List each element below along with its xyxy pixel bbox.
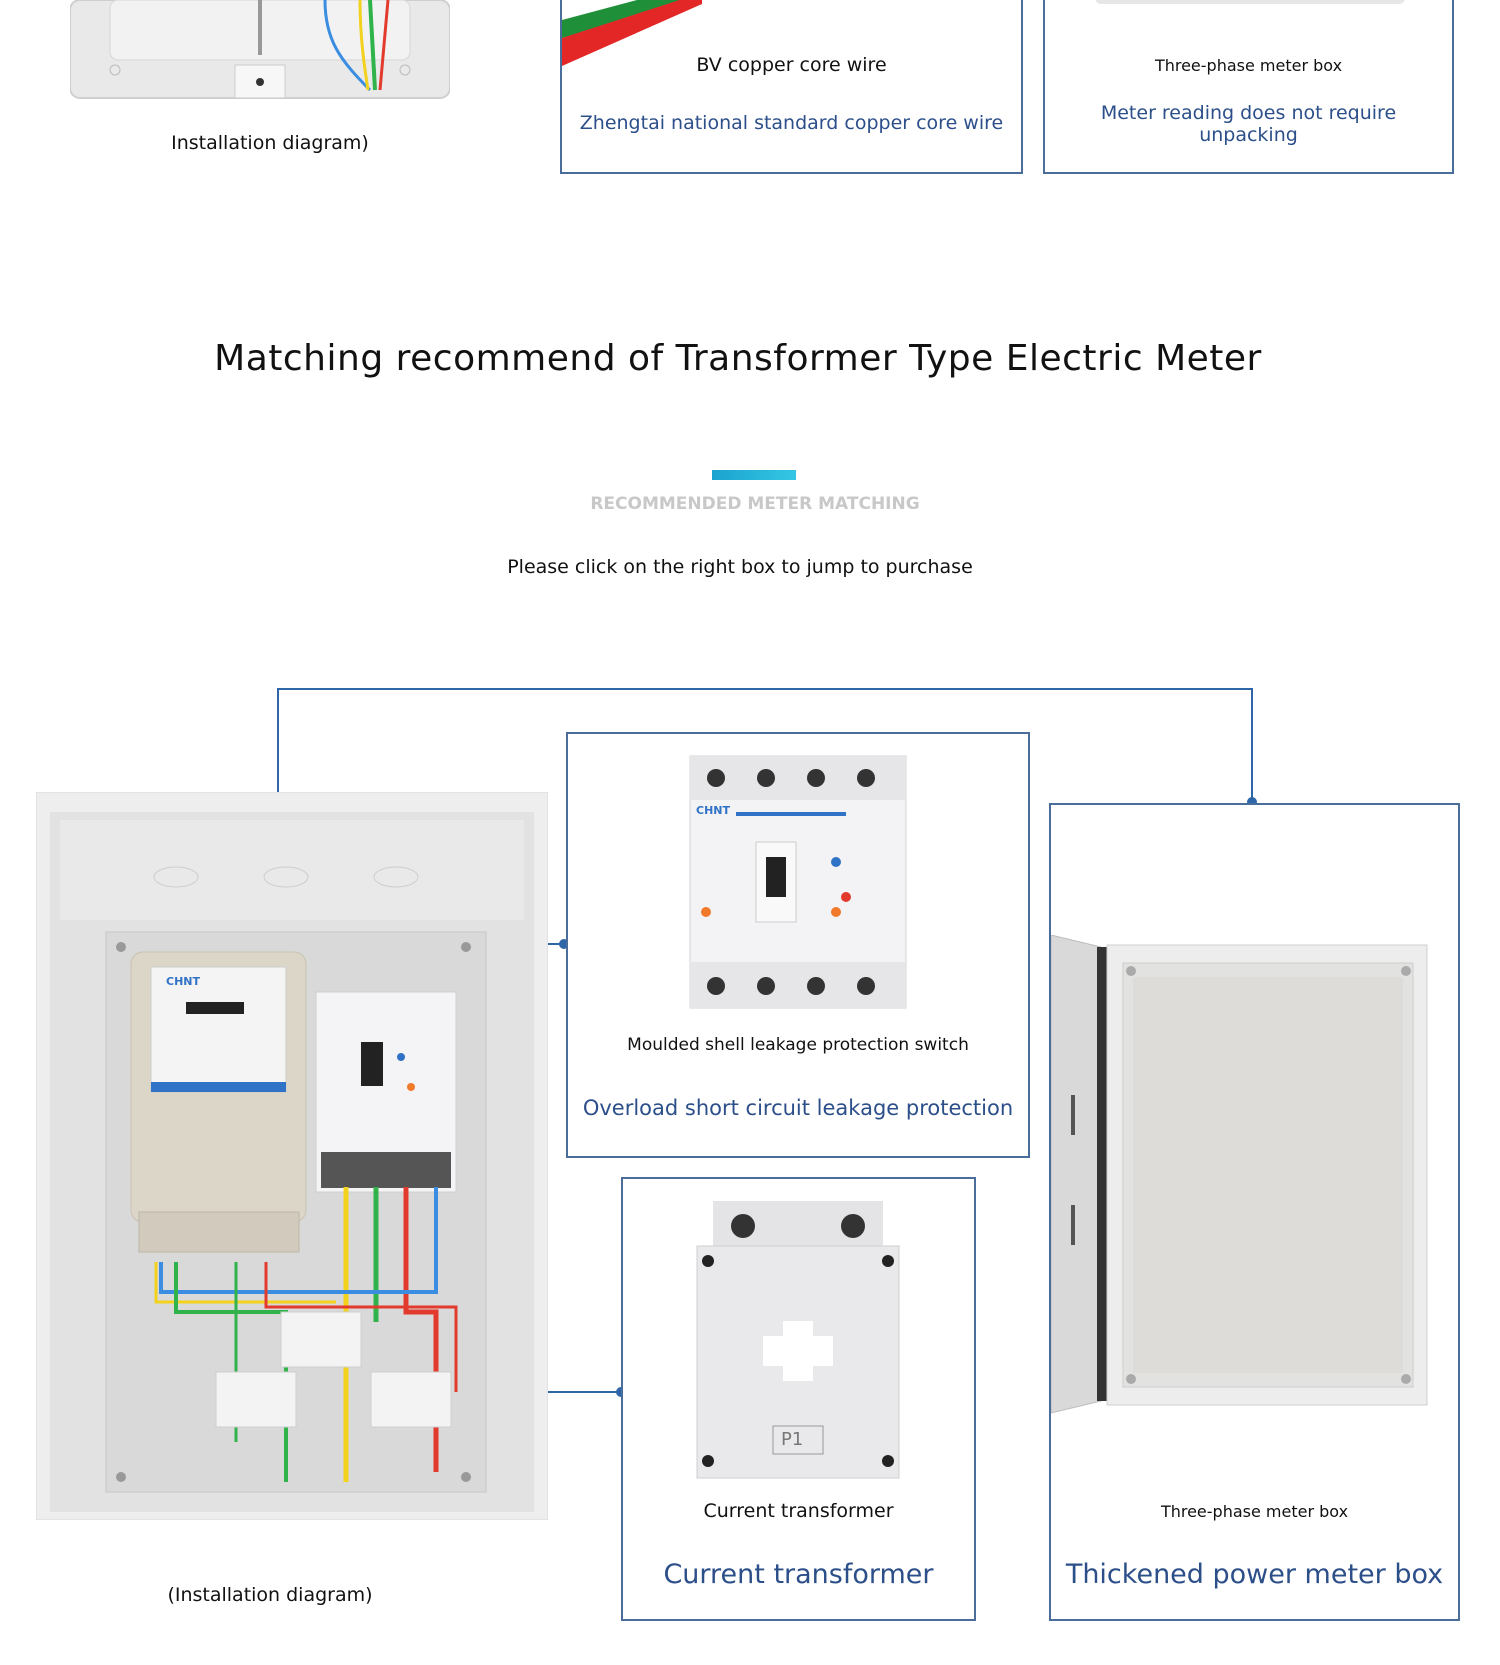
- meter-box-interior-illustration: [35, 791, 549, 1521]
- connector-right-vertical: [1251, 688, 1253, 803]
- breaker-image: CHNT: [686, 752, 910, 1012]
- meter-box-open-illustration: [1050, 934, 1428, 1414]
- card-subtitle: Zhengtai national standard copper core w…: [579, 112, 1004, 134]
- section-heading: Matching recommend of Transformer Type E…: [214, 338, 1262, 379]
- meter-box-top-illustration: [69, 0, 451, 99]
- card-title: Three-phase meter box: [1160, 1502, 1349, 1521]
- installation-caption-top: Installation diagram): [171, 132, 369, 154]
- card-subtitle: Meter reading does not require unpacking: [1100, 102, 1397, 146]
- card-subtitle: Overload short circuit leakage protectio…: [582, 1096, 1014, 1120]
- product-card-leakage-switch[interactable]: CHNT Moulded shell leakage protection sw…: [566, 732, 1030, 1158]
- section-tag: RECOMMENDED METER MATCHING: [590, 494, 920, 514]
- product-card-three-phase-box-bottom[interactable]: Three-phase meter box Thickened power me…: [1049, 803, 1460, 1621]
- card-title: Current transformer: [703, 1500, 894, 1522]
- installation-caption-bottom: (Installation diagram): [167, 1584, 373, 1606]
- product-card-three-phase-box-top[interactable]: Three-phase meter box Meter reading does…: [1043, 0, 1454, 174]
- ct-terminal-label: P1: [781, 1429, 804, 1450]
- connector-dot: [1247, 797, 1257, 807]
- installation-image-top: [69, 0, 451, 100]
- card-subtitle: Current transformer: [663, 1559, 934, 1590]
- card-title: Moulded shell leakage protection switch: [627, 1035, 969, 1055]
- card-subtitle: Thickened power meter box: [1065, 1559, 1444, 1590]
- card-title: BV copper core wire: [696, 54, 887, 76]
- product-card-copper-wire[interactable]: BV copper core wire Zhengtai national st…: [560, 0, 1023, 174]
- purchase-instruction: Please click on the right box to jump to…: [507, 556, 973, 578]
- connector-dot: [559, 939, 569, 949]
- card-title: Three-phase meter box: [1154, 56, 1343, 75]
- breaker-brand-label: CHNT: [696, 804, 730, 817]
- connector-top-horizontal: [277, 688, 1252, 690]
- meter-box-image: [1050, 934, 1431, 1415]
- ct-image: P1: [693, 1201, 903, 1481]
- accent-bar: [712, 470, 796, 480]
- breaker-illustration: [689, 755, 907, 1009]
- box-image-edge: [1095, 0, 1405, 4]
- product-card-current-transformer[interactable]: P1 Current transformer Current transform…: [621, 1177, 976, 1621]
- meter-brand-label: CHNT: [166, 975, 200, 988]
- connector-left-vertical: [277, 688, 279, 816]
- copper-wire-illustration: [562, 0, 702, 66]
- installation-image-bottom: CHNT: [35, 791, 549, 1521]
- ct-illustration: [696, 1201, 900, 1479]
